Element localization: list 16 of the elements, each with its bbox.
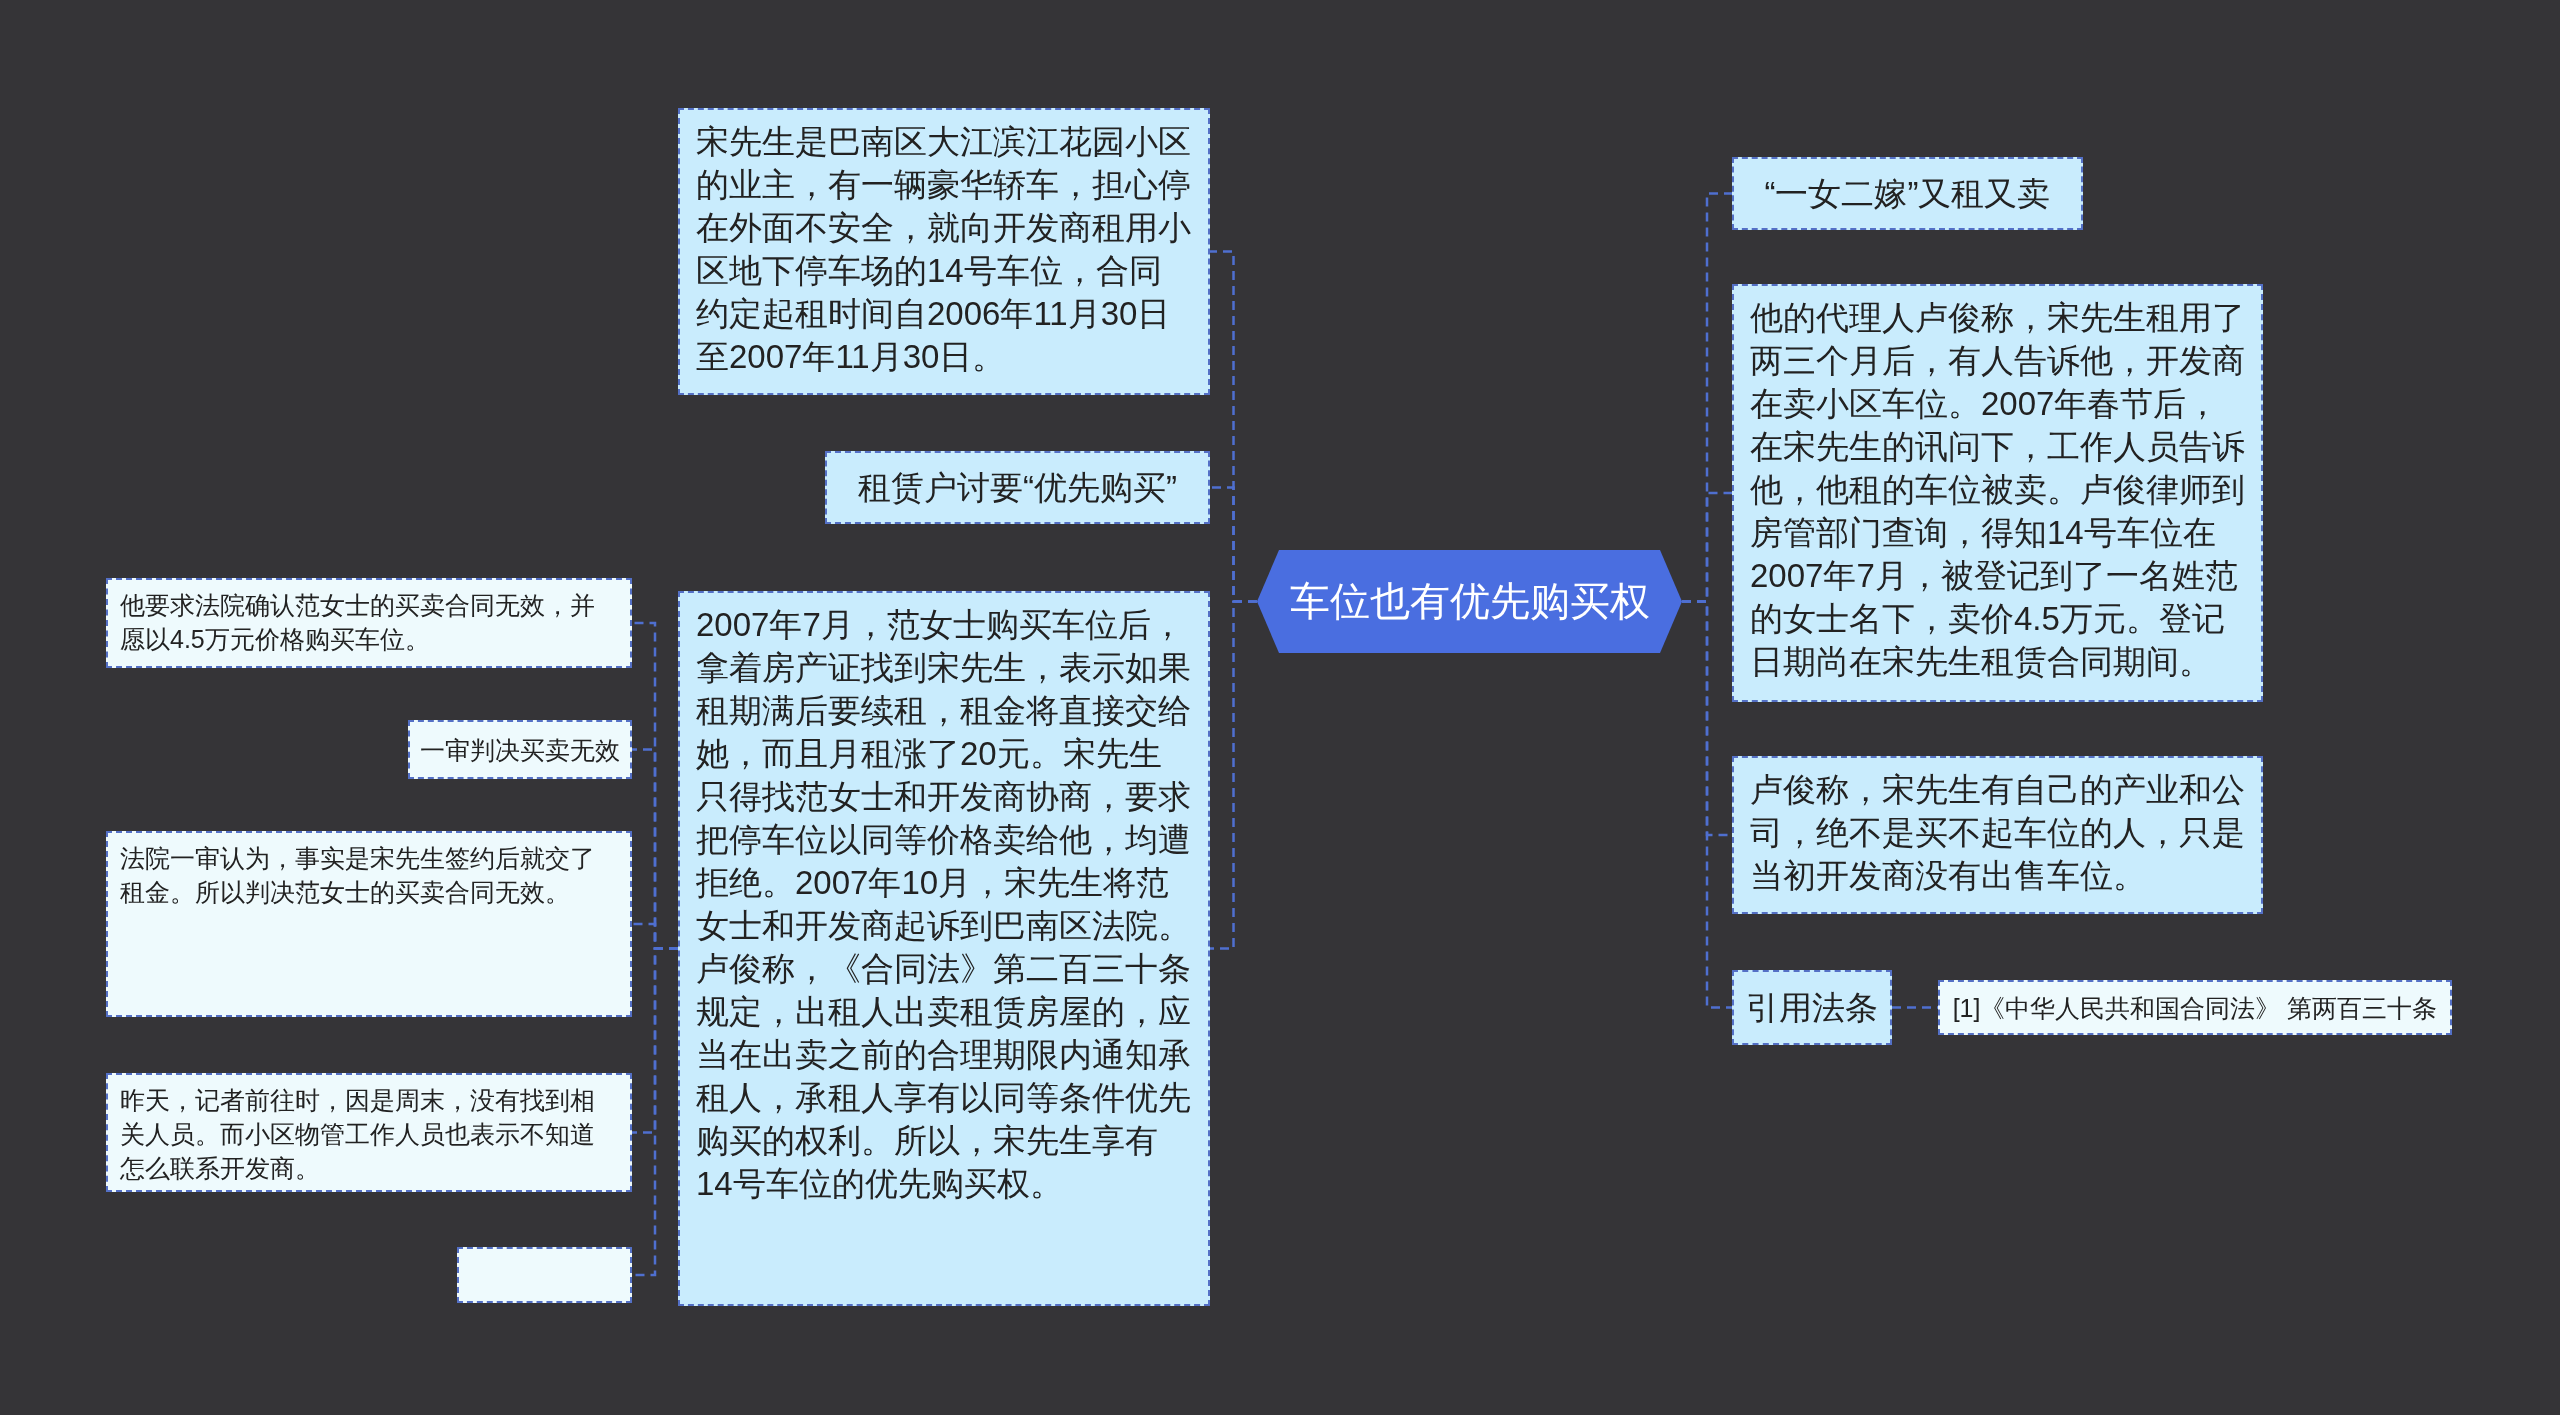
topic-box: 2007年7月，范女士购买车位后，拿着房产证找到宋先生，表示如果租期满后要续租，租金将直接交给她，而且月租涨了20元。宋先生只得找范女士和开发商协商，要求把停车位以同等价格卖给他，均遭拒绝。2007年10月，宋先生将范女士和开发商起诉到巴南区法院。卢俊称，《合同法》第二百三十条规定，出租人出卖租赁房屋的，应当在出卖之前的合理期限内通知承租人，承租人享有以同等条件优先购买的权利。所以，宋先生享有14号车位的优先购买权。 [678,591,1210,1306]
subtopic-box: [1]《中华人民共和国合同法》 第两百三十条 [1938,980,2452,1035]
topic-box: 他的代理人卢俊称，宋先生租用了两三个月后，有人告诉他，开发商在卖小区车位。2007年春节后，在宋先生的讯问下，工作人员告诉他，他租的车位被卖。卢俊律师到房管部门查询，得知14号车位在2007年7月，被登记到了一名姓范的女士名下，卖价4.5万元。登记日期尚在宋先生租赁合同期间。 [1732,284,2263,702]
topic-box: 卢俊称，宋先生有自己的产业和公司，绝不是买不起车位的人，只是当初开发商没有出售车位。 [1732,756,2263,914]
topic-box: 引用法条 [1732,970,1892,1045]
connector-line [1210,600,1257,950]
connector-line [1682,600,1732,1009]
subtopic-box: 昨天，记者前往时，因是周末，没有找到相关人员。而小区物管工作人员也表示不知道怎么联系开发商。 [106,1073,632,1192]
topic-box: “一女二嫁”又租又卖 [1732,157,2083,230]
subtopic-box: 一审判决买卖无效 [408,720,632,779]
subtopic-box: 法院一审认为，事实是宋先生签约后就交了租金。所以判决范女士的买卖合同无效。 [106,831,632,1017]
central-topic-hexagon: 车位也有优先购买权 [1257,550,1682,653]
topic-box: 宋先生是巴南区大江滨江花园小区的业主，有一辆豪华轿车，担心停在外面不安全，就向开发商租用小区地下停车场的14号车位，合同约定起租时间自2006年11月30日至2007年11月30日。 [678,108,1210,395]
subtopic-box: 他要求法院确认范女士的买卖合同无效，并愿以4.5万元价格购买车位。 [106,578,632,668]
empty-box [457,1247,632,1303]
topic-box: 租赁户讨要“优先购买” [825,451,1210,524]
